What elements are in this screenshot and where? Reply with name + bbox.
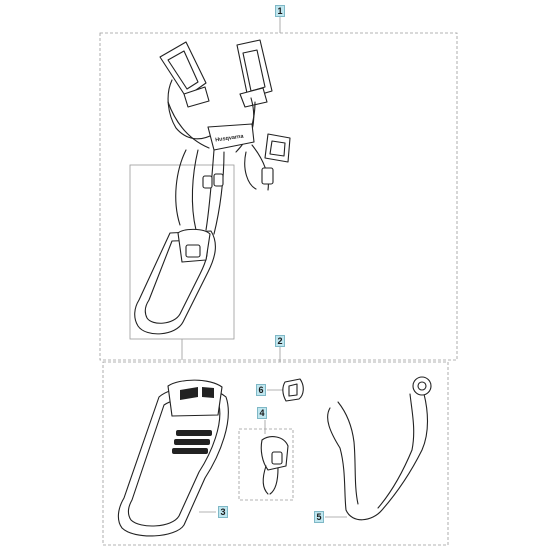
left-strap-inner [167, 50, 199, 90]
hip-pad-slot-3 [172, 448, 208, 454]
clip-part [282, 378, 304, 402]
right-strap-buckle [239, 87, 268, 108]
hook-part [327, 393, 429, 521]
side-clip-inner [269, 140, 286, 157]
right-buckle-small [213, 173, 224, 187]
callout-6: 6 [256, 384, 266, 396]
hip-pad-slot-1 [176, 430, 212, 436]
hip-pad-slot-2 [174, 439, 210, 445]
right-belt-strap [205, 149, 225, 235]
harness-assembly: Husqvarna [134, 39, 291, 335]
buckle-part-latch [271, 451, 283, 465]
buckle-detail-frame [238, 428, 294, 501]
center-brand-plate [207, 123, 255, 151]
assembly-frame [99, 32, 458, 361]
hook-part-outer [337, 393, 415, 509]
left-strap-buckle [183, 86, 210, 108]
callout-4: 4 [257, 407, 267, 419]
hip-pad-part-grip [180, 387, 214, 400]
kit-parts [117, 376, 432, 537]
side-clip [264, 133, 291, 163]
hook-part-eye-inner [417, 381, 427, 391]
left-buckle-small [202, 175, 213, 189]
left-belt-strap [175, 149, 199, 231]
hip-pad-slot [185, 244, 201, 258]
callout-1: 1 [275, 5, 285, 17]
callout-5: 5 [314, 511, 324, 523]
strap-loop [261, 167, 274, 185]
callout-2: 2 [275, 335, 285, 347]
kit-frame [102, 361, 449, 546]
brand-logo: Husqvarna [215, 133, 245, 143]
buckle-part-hook [262, 465, 279, 495]
left-shoulder-strap [159, 41, 207, 98]
callout-3: 3 [218, 506, 228, 518]
clip-part-inner [288, 383, 298, 397]
right-strap-inner [242, 49, 266, 92]
left-shoulder-pad [167, 101, 210, 149]
right-shoulder-strap [236, 39, 273, 99]
clip-hook [244, 151, 257, 190]
hip-pad-part-mount [167, 379, 223, 417]
